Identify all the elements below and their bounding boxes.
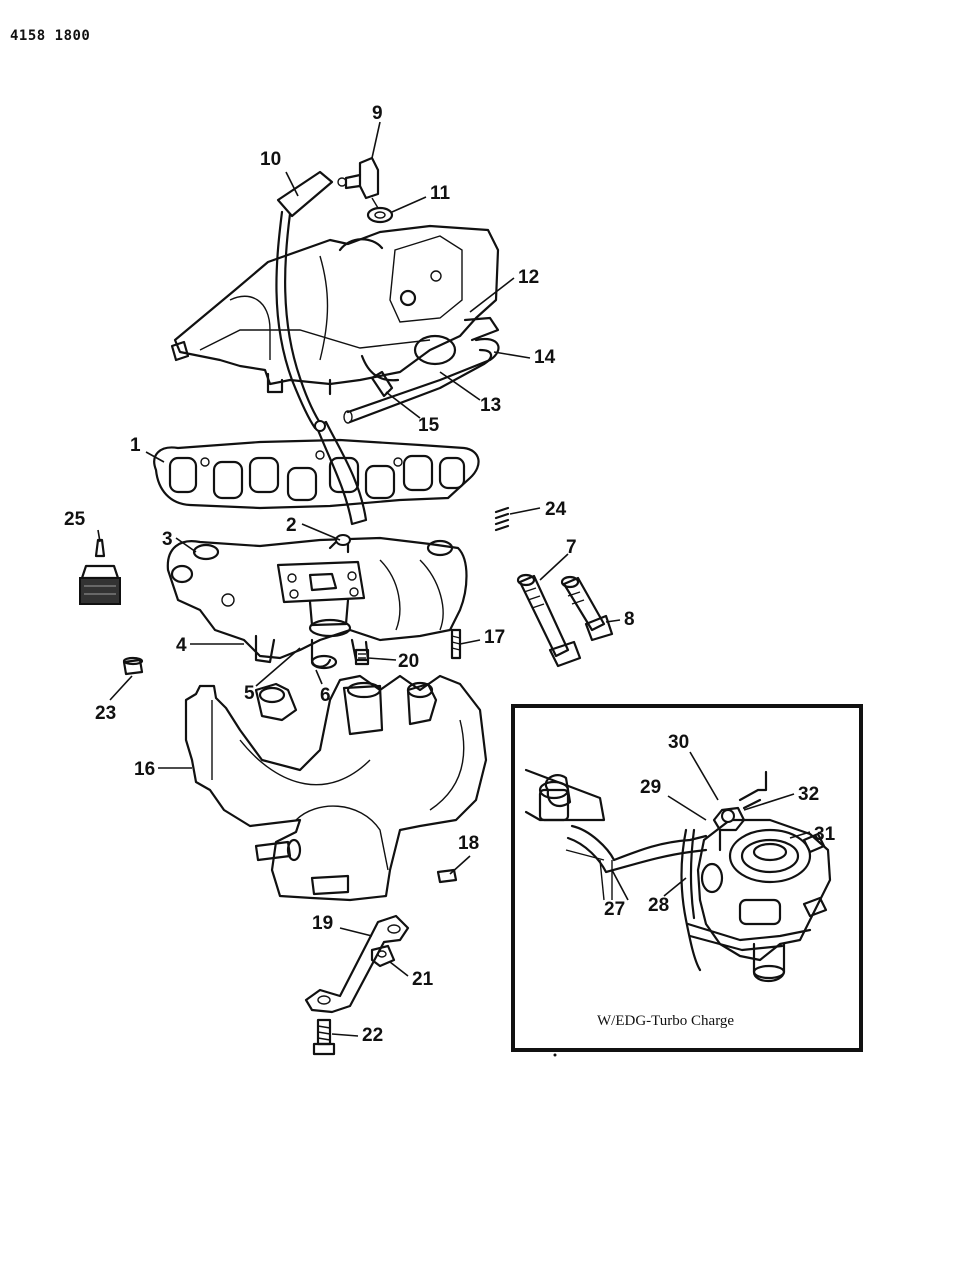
pcv-elbow-part [337,156,380,209]
callout-31: 31 [814,824,836,845]
short-bolt-part [560,575,614,642]
inset-caption: W/EDG-Turbo Charge [597,1013,735,1029]
intake-manifold-part [166,534,468,670]
callout-15: 15 [418,415,440,436]
stray-dot [553,1053,557,1057]
nut-21-part [370,944,396,968]
inset-frame [511,704,863,1052]
inset-leader-lines [611,751,811,901]
manifold-gasket-part [153,420,480,526]
callout-22: 22 [362,1025,384,1046]
callout-18: 18 [458,833,480,854]
callout-30: 30 [668,732,690,753]
callout-7: 7 [566,537,577,558]
callout-10: 10 [260,149,282,170]
callout-27: 27 [604,899,626,920]
callout-8: 8 [624,609,635,630]
exhaust-manifold-part [184,674,488,902]
callout-5: 5 [244,683,255,704]
plug-25-part [79,538,121,605]
callout-6: 6 [320,685,331,706]
callout-3: 3 [162,529,173,550]
callout-16: 16 [134,759,156,780]
tube-part [343,337,500,424]
callout-1: 1 [130,435,141,456]
callout-9: 9 [372,103,383,124]
spring-24-part [494,506,510,532]
callout-24: 24 [545,499,567,520]
stud-17-part [450,628,462,660]
fitting-20-part [354,648,370,666]
heat-shield-part [170,224,500,396]
vacuum-hose-part [275,170,334,430]
bracket-19-part [304,914,410,1014]
document-code: 4158 1800 [10,28,91,44]
callout-14: 14 [534,347,556,368]
leader-lines [97,121,621,1037]
callout-12: 12 [518,267,540,288]
callout-2: 2 [286,515,297,536]
long-bolt-part [516,573,582,668]
callout-25: 25 [64,509,86,530]
cap-23-part [122,656,144,676]
callout-28: 28 [648,895,670,916]
nut-18-part [436,868,458,884]
callout-11: 11 [430,183,451,204]
grommet-part [366,206,394,224]
callout-32: 32 [798,784,820,805]
bolt-22-part [312,1018,336,1056]
callout-17: 17 [484,627,506,648]
callout-20: 20 [398,651,420,672]
callout-21: 21 [412,969,434,990]
callout-13: 13 [480,395,502,416]
callout-19: 19 [312,913,334,934]
inset-turbo-assembly [524,768,832,983]
callout-4: 4 [176,635,187,656]
callout-23: 23 [95,703,117,724]
callout-29: 29 [640,777,662,798]
